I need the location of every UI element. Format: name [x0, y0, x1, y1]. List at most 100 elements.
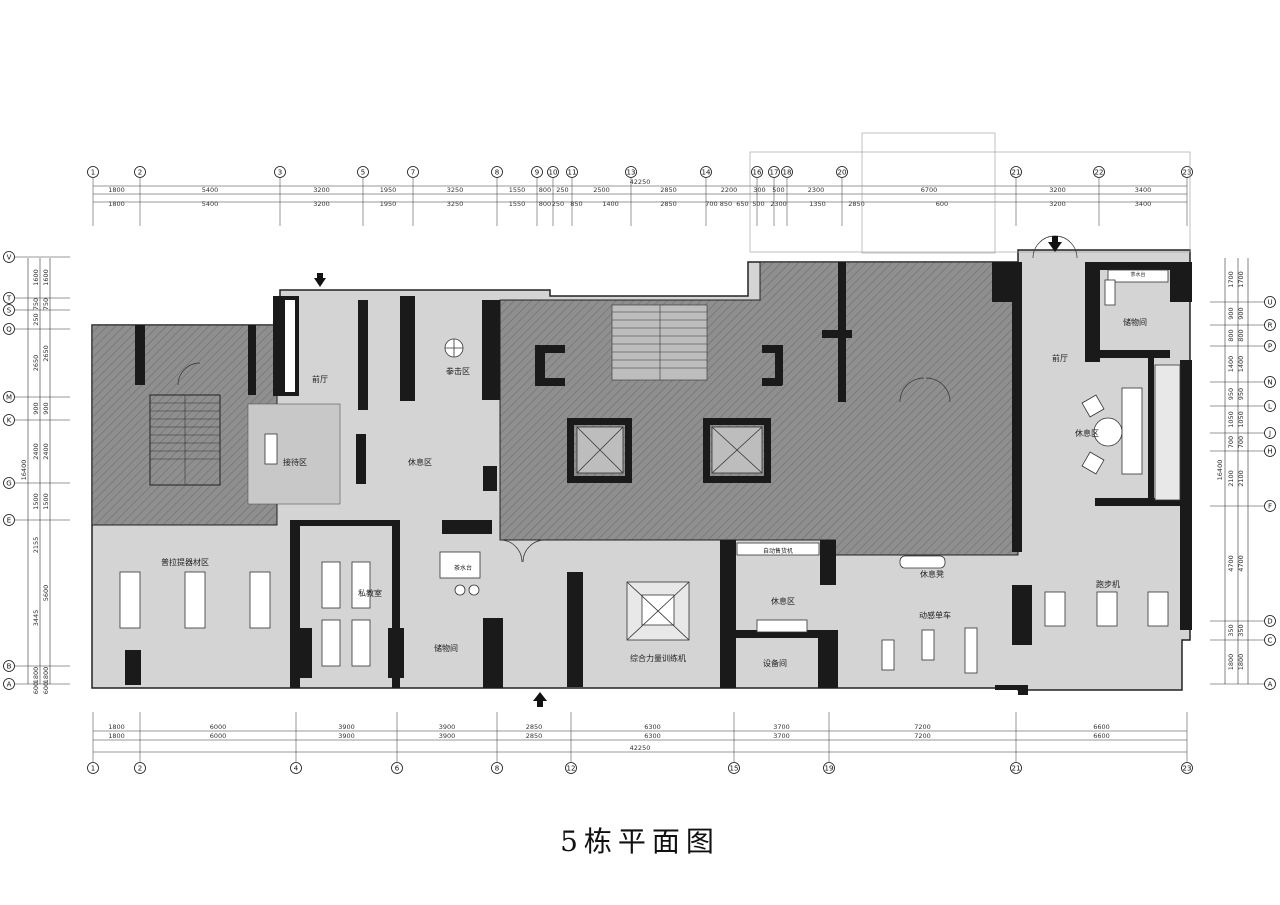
axis-bubble-bottom: [134, 762, 146, 774]
dimension-label-left: 900: [42, 402, 50, 414]
dimension-label-top: 1550: [509, 186, 526, 194]
axis-bubble-top: [781, 166, 793, 178]
dimension-label-bottom: 6000: [210, 723, 227, 731]
dimension-label-left: 900: [32, 402, 40, 414]
axis-bubble-top-label: 5: [361, 168, 365, 176]
axis-bubble-bottom-label: 19: [825, 764, 834, 772]
axis-bubble-right-label: R: [1268, 321, 1273, 329]
dimension-label-right: 1400: [1237, 356, 1245, 373]
dimension-label-top: 2300: [808, 186, 825, 194]
room-label-pilates: 普拉提器材区: [161, 557, 209, 567]
axis-bubble-right-label: H: [1267, 447, 1272, 455]
dimension-label-top: 1550: [509, 200, 526, 208]
axis-bubble-right: [1264, 400, 1276, 412]
dimension-total-top: 42250: [630, 178, 651, 186]
entrance-arrow-bottom: [533, 692, 547, 701]
entrance-arrow-top-left: [314, 278, 326, 287]
axis-bubble-left-label: B: [7, 662, 12, 670]
dimension-label-bottom: 2850: [526, 732, 543, 740]
dimension-label-top: 800: [539, 200, 551, 208]
axis-bubble-left: [3, 292, 15, 304]
dimension-label-bottom: 3700: [773, 732, 790, 740]
massage-bed: [351, 561, 371, 609]
dimension-label-left: 2650: [32, 355, 40, 372]
axis-bubble-top: [1010, 166, 1022, 178]
dimension-label-top: 1350: [809, 200, 826, 208]
right-dimension-text: 1700900800140095010507002100470035018001…: [1216, 271, 1245, 670]
dimension-label-right: 2100: [1237, 470, 1245, 487]
axis-bubble-top: [357, 166, 369, 178]
massage-bed: [351, 619, 371, 667]
dimension-label-right: 1800: [1237, 654, 1245, 671]
axis-bubble-bottom: [87, 762, 99, 774]
axis-bubble-top-label: 8: [495, 168, 499, 176]
axis-bubble-right-label: F: [1268, 502, 1272, 510]
axis-bubble-right: [1264, 319, 1276, 331]
axis-bubble-top: [547, 166, 559, 178]
spin-bike: [881, 639, 895, 671]
spin-bike: [921, 629, 935, 661]
elevator-shafts: [576, 426, 763, 474]
axis-bubble-right-label: D: [1267, 617, 1272, 625]
axis-bubble-right-label: C: [1268, 636, 1273, 644]
axis-bubble-bottom: [391, 762, 403, 774]
dimension-label-left: 1500: [32, 493, 40, 510]
dimension-label-left: 5600: [42, 585, 50, 602]
dimension-label-right: 1700: [1227, 271, 1235, 288]
room-label-storage-center: 储物间: [434, 643, 458, 653]
stair-treads: [149, 304, 708, 486]
axis-bubble-bottom: [823, 762, 835, 774]
axis-bubble-left: [3, 323, 15, 335]
dimension-label-right: 700: [1227, 436, 1235, 448]
reception-area: [247, 403, 341, 505]
axis-bubble-left-label: K: [7, 416, 12, 424]
dimension-label-top: 800: [539, 186, 551, 194]
axis-bubble-top: [768, 166, 780, 178]
axis-bubble-bottom: [290, 762, 302, 774]
room-labels: 前厅 拳击区 接待区 休息区 普拉提器材区 私教室 储物间 茶水台 综合力量训练…: [161, 271, 1147, 668]
dimension-label-right: 1050: [1237, 411, 1245, 428]
axis-bubble-top: [87, 166, 99, 178]
dimension-label-left: 1600: [32, 269, 40, 286]
axis-bubble-top: [700, 166, 712, 178]
axis-bubble-bottom-label: 1: [91, 764, 95, 772]
dimension-label-top: 850: [570, 200, 582, 208]
dimension-label-top: 1800: [108, 200, 125, 208]
axis-bubble-bottom-label: 8: [495, 764, 499, 772]
axis-bubble-top-label: 20: [838, 168, 847, 176]
axis-bubble-right-label: J: [1268, 429, 1271, 437]
dimension-label-top: 3250: [447, 186, 464, 194]
axis-bubble-right: [1264, 634, 1276, 646]
treadmill: [1044, 591, 1066, 627]
dimension-label-top: 1800: [108, 186, 125, 194]
dimension-label-left: 750: [42, 298, 50, 310]
axis-bubble-top: [407, 166, 419, 178]
axis-bubble-bottom: [491, 762, 503, 774]
massage-bed: [321, 561, 341, 609]
axis-bubble-top-label: 9: [535, 168, 539, 176]
axis-bubble-top-label: 16: [753, 168, 762, 176]
dimension-label-bottom: 2850: [526, 723, 543, 731]
dimension-label-bottom: 3700: [773, 723, 790, 731]
vending-machine: [736, 542, 820, 556]
room-label-rest-right: 休息区: [1075, 428, 1099, 438]
dimension-label-top: 3400: [1135, 186, 1152, 194]
dimension-label-bottom: 1800: [108, 732, 125, 740]
axis-bubble-top: [625, 166, 637, 178]
axis-bubble-bottom-label: 15: [730, 764, 739, 772]
treadmill: [1096, 591, 1118, 627]
axis-bubble-left-label: M: [6, 393, 12, 401]
dimension-label-top: 3400: [1135, 200, 1152, 208]
dimension-label-bottom: 1800: [108, 723, 125, 731]
axis-bubble-bottom-label: 23: [1183, 764, 1192, 772]
furniture: [119, 269, 1181, 674]
room-label-private: 私教室: [358, 588, 382, 598]
dimension-label-right: 700: [1237, 436, 1245, 448]
dimension-label-right: 900: [1237, 307, 1245, 319]
dimension-label-left: 2400: [32, 443, 40, 460]
axis-bubble-bottom: [728, 762, 740, 774]
dimension-label-right: 1800: [1227, 654, 1235, 671]
